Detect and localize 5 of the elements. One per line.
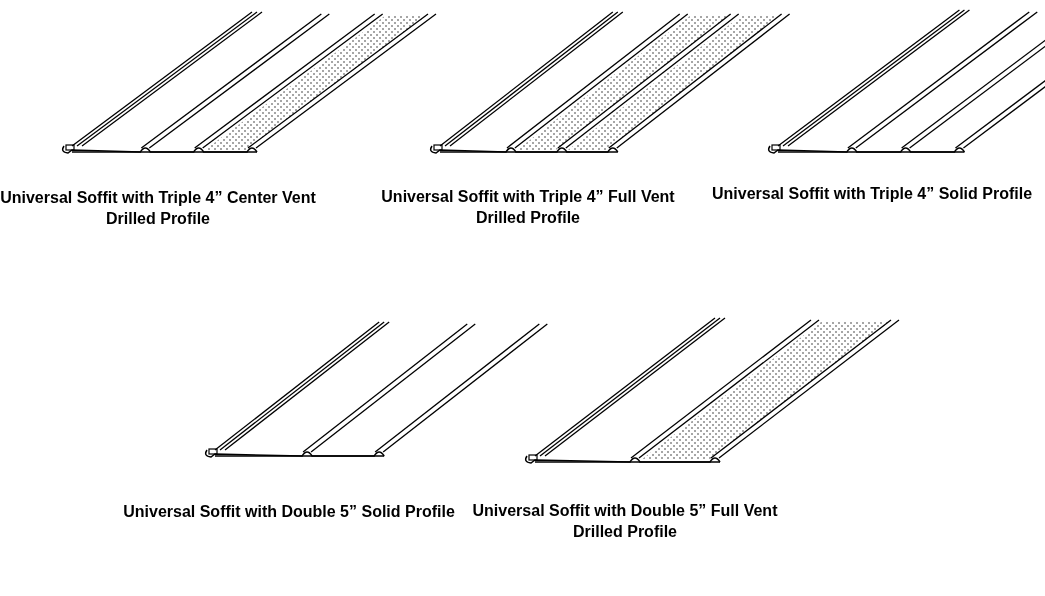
- product-caption: Universal Soffit with Double 5” Solid Profile: [122, 502, 456, 522]
- product-caption: Universal Soffit with Triple 4” Full Vent Drilled Profile: [380, 187, 676, 228]
- product-caption: Universal Soffit with Triple 4” Center Vent Drilled Profile: [0, 188, 317, 229]
- product-caption: Universal Soffit with Double 5” Full Vent Drilled Profile: [471, 501, 779, 542]
- product-caption: Universal Soffit with Triple 4” Solid Profile: [710, 184, 1034, 204]
